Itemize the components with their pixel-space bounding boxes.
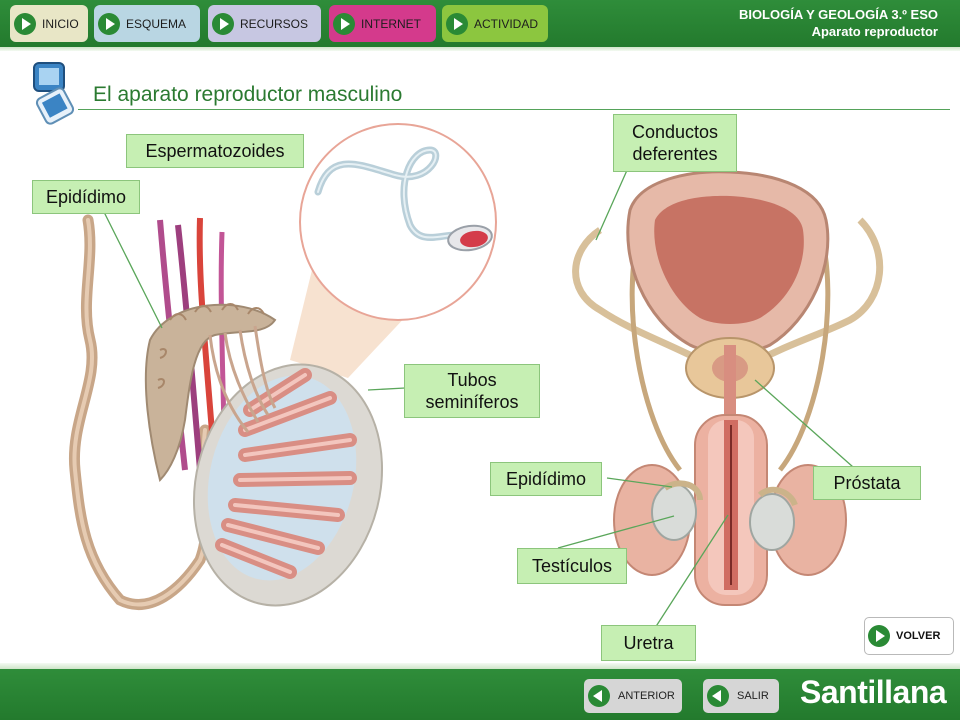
label-prostata: Próstata <box>813 466 921 500</box>
salir-button[interactable]: SALIR <box>703 679 779 713</box>
volver-button[interactable]: VOLVER <box>864 617 954 655</box>
label-conductos-deferentes: Conductos deferentes <box>613 114 737 172</box>
play-icon <box>14 12 36 35</box>
salir-label: SALIR <box>737 690 769 702</box>
nav-inicio-button[interactable]: INICIO <box>10 5 88 42</box>
leader-lines <box>103 167 854 629</box>
play-icon <box>446 12 468 35</box>
label-uretra-text: Uretra <box>623 633 674 653</box>
nav-recursos-label: RECURSOS <box>240 16 309 31</box>
label-testiculos-text: Testículos <box>531 556 613 576</box>
play-icon <box>868 625 890 647</box>
nav-actividad-button[interactable]: ACTIVIDAD <box>442 5 548 42</box>
label-epididimo-left-text: Epidídimo <box>45 187 127 207</box>
nav-recursos-button[interactable]: RECURSOS <box>208 5 321 42</box>
nav-internet-label: INTERNET <box>361 16 421 31</box>
label-tubos-line1: Tubos <box>447 370 497 390</box>
header-stripe <box>0 47 960 51</box>
label-epididimo-right: Epidídimo <box>490 462 602 496</box>
testis-right-shape <box>749 493 795 551</box>
play-icon <box>333 12 355 35</box>
label-espermatozoides: Espermatozoides <box>126 134 304 168</box>
label-uretra: Uretra <box>601 625 696 661</box>
label-testiculos: Testículos <box>517 548 627 584</box>
epididymis-shape <box>144 303 277 482</box>
vas-deferens-loop <box>68 214 213 610</box>
nav-inicio-label: INICIO <box>42 16 79 31</box>
slides-icon <box>33 62 75 125</box>
anterior-button[interactable]: ANTERIOR <box>584 679 682 713</box>
label-prostata-text: Próstata <box>833 473 901 493</box>
zoom-circle <box>299 123 497 321</box>
label-epididimo-left: Epidídimo <box>32 180 140 214</box>
footer-stripe <box>0 663 960 669</box>
label-conductos-line2: deferentes <box>632 144 718 164</box>
back-arrow-icon <box>707 685 729 707</box>
label-tubos-line2: seminíferos <box>425 392 519 412</box>
play-icon <box>98 12 120 35</box>
page-title: El aparato reproductor masculino <box>93 83 403 106</box>
title-divider <box>78 109 950 110</box>
unit-text: Aparato reproductor <box>811 24 938 39</box>
label-espermatozoides-text: Espermatozoides <box>145 141 285 161</box>
santillana-logo: Santillana <box>800 674 947 710</box>
volver-label: VOLVER <box>896 630 941 642</box>
nav-esquema-button[interactable]: ESQUEMA <box>94 5 200 42</box>
subject-text: BIOLOGÍA Y GEOLOGÍA 3.º ESO <box>738 7 938 22</box>
nav-internet-button[interactable]: INTERNET <box>329 5 436 42</box>
footer-bar <box>0 669 960 720</box>
label-conductos-line1: Conductos <box>631 122 719 142</box>
testis-left-shape <box>651 483 697 541</box>
anterior-label: ANTERIOR <box>618 690 675 702</box>
brand-block: BIOLOGÍA Y GEOLOGÍA 3.º ESO Aparato repr… <box>739 6 938 40</box>
play-icon <box>212 12 234 35</box>
nav-actividad-label: ACTIVIDAD <box>474 16 539 31</box>
label-tubos-seminiferos: Tubos seminíferos <box>404 364 540 418</box>
back-arrow-icon <box>588 685 610 707</box>
nav-esquema-label: ESQUEMA <box>126 16 187 31</box>
label-epididimo-right-text: Epidídimo <box>505 469 587 489</box>
